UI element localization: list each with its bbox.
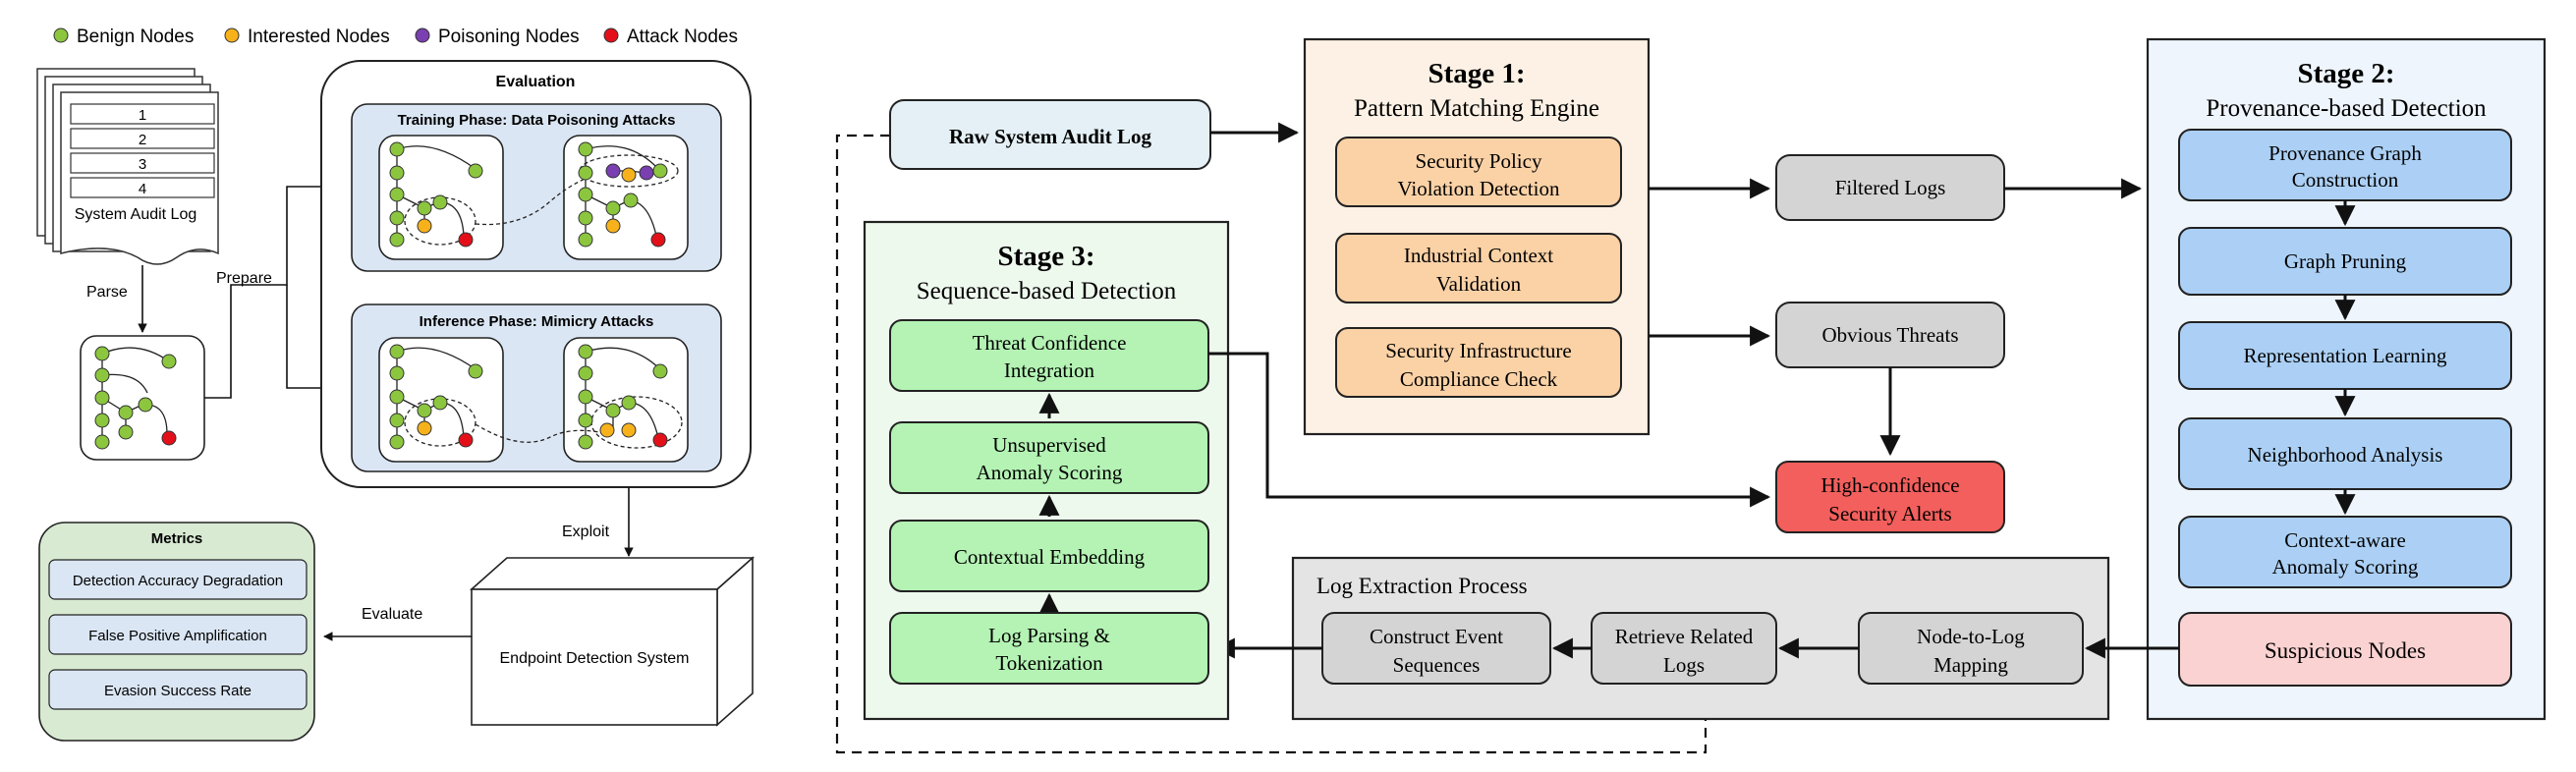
exploit-label: Exploit (562, 524, 610, 540)
legend-benign: Benign Nodes (77, 27, 194, 47)
alerts-line: Security Alerts (1828, 502, 1951, 525)
stage1-item-line: Compliance Check (1400, 367, 1558, 391)
extraction-item-line: Mapping (1933, 653, 2008, 677)
training-phase-title: Training Phase: Data Poisoning Attacks (398, 112, 676, 129)
metric-item: False Positive Amplification (88, 628, 267, 644)
stage2-item-line: Context-aware (2284, 528, 2406, 552)
attack-legend-dot (603, 28, 619, 43)
endpoint-detection-system: Endpoint Detection System (469, 556, 756, 727)
stage1-item-line: Security Infrastructure (1385, 339, 1572, 362)
audit-log-document: 1 2 3 4 System Audit Log (36, 68, 219, 265)
obvious-threats-label: Obvious Threats (1821, 323, 1958, 347)
stage2-item-line: Provenance Graph (2268, 141, 2422, 165)
raw-audit-log-box (889, 99, 1211, 170)
extraction-item-line: Construct Event (1370, 625, 1503, 648)
evaluate-label: Evaluate (362, 606, 422, 623)
system-audit-log-label: System Audit Log (75, 206, 197, 223)
stage3-item-line: Contextual Embedding (954, 545, 1146, 569)
stage1-item-line: Industrial Context (1404, 244, 1553, 267)
stage3-item-embedding (889, 520, 1209, 592)
eds-label: Endpoint Detection System (500, 650, 690, 667)
suspicious-nodes-label: Suspicious Nodes (2265, 638, 2426, 663)
stage2-item-line: Anomaly Scoring (2272, 555, 2419, 579)
inference-phase-title: Inference Phase: Mimicry Attacks (420, 313, 654, 330)
evaluation-title: Evaluation (496, 74, 576, 90)
stage3-title: Stage 3: (997, 241, 1094, 272)
log-extraction-title: Log Extraction Process (1316, 574, 1528, 598)
interested-legend-dot (224, 28, 240, 43)
benign-legend-dot (53, 28, 69, 43)
stage2-subtitle: Provenance-based Detection (2206, 95, 2487, 122)
metrics-title: Metrics (151, 530, 203, 547)
parse-label: Parse (86, 284, 128, 301)
stage3-item-line: Threat Confidence (973, 331, 1127, 355)
metrics-panel: Metrics Detection Accuracy Degradation F… (38, 522, 315, 742)
stage3-item-line: Anomaly Scoring (977, 461, 1123, 484)
log-line-2: 2 (139, 132, 146, 148)
stage1-item-line: Violation Detection (1398, 177, 1560, 200)
log-line-3: 3 (139, 156, 146, 173)
poisoning-legend-dot (415, 28, 430, 43)
extraction-item-line: Node-to-Log (1917, 625, 2025, 648)
stage1-item-line: Validation (1436, 272, 1522, 296)
stage3-item-unsupervised (889, 421, 1209, 494)
metric-item: Detection Accuracy Degradation (73, 573, 283, 589)
stage1-item-industrial (1335, 233, 1622, 303)
log-line-4: 4 (139, 181, 146, 197)
extraction-item-line: Sequences (1393, 653, 1481, 677)
security-alerts-box (1775, 461, 2005, 533)
prepare-label: Prepare (216, 270, 272, 287)
legend: Benign Nodes Interested Nodes Poisoning … (53, 27, 738, 47)
stage3-subtitle: Sequence-based Detection (917, 278, 1177, 304)
raw-audit-log-label: Raw System Audit Log (949, 125, 1151, 148)
stage2-item-line: Graph Pruning (2284, 249, 2407, 273)
stage1-item-policy (1335, 137, 1622, 207)
stage3-item-line: Unsupervised (992, 433, 1106, 457)
parsed-graph (80, 335, 205, 461)
stage1-item-line: Security Policy (1416, 149, 1542, 173)
extraction-item-line: Retrieve Related (1615, 625, 1754, 648)
stage3-item-line: Integration (1004, 358, 1095, 382)
stage3-item-line: Log Parsing & (988, 624, 1110, 647)
legend-interested: Interested Nodes (248, 27, 390, 47)
stage3-item-line: Tokenization (995, 651, 1103, 675)
legend-poisoning: Poisoning Nodes (438, 27, 580, 47)
stage2-title: Stage 2: (2297, 58, 2394, 89)
stage3-item-threat-confidence (889, 319, 1209, 392)
filtered-logs-label: Filtered Logs (1835, 176, 1946, 199)
stage3-item-log-parsing (889, 612, 1209, 685)
extraction-item-line: Logs (1663, 653, 1705, 677)
stage2-item-line: Representation Learning (2243, 344, 2447, 367)
stage1-title: Stage 1: (1428, 58, 1525, 89)
legend-attack: Attack Nodes (627, 27, 738, 47)
stage2-item-line: Neighborhood Analysis (2248, 443, 2443, 467)
stage1-subtitle: Pattern Matching Engine (1354, 95, 1599, 122)
log-line-1: 1 (139, 107, 146, 124)
stage2-item-context-scoring (2178, 516, 2512, 588)
metric-item: Evasion Success Rate (104, 683, 252, 699)
stage2-item-line: Construction (2292, 168, 2399, 192)
alerts-line: High-confidence (1820, 473, 1959, 497)
stage1-item-infrastructure (1335, 327, 1622, 398)
